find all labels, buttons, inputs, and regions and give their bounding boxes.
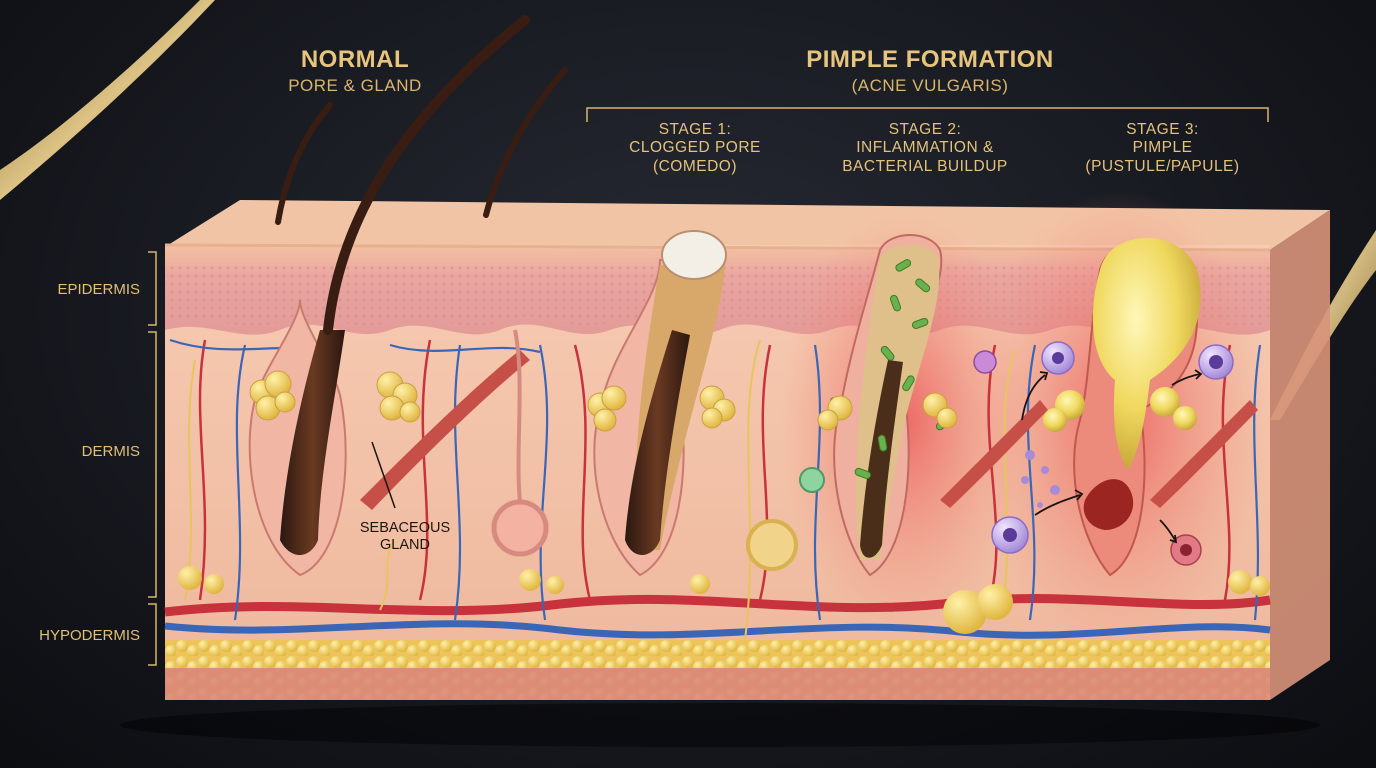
movement-arrows [1021, 369, 1203, 544]
stage-1-label: STAGE 1: CLOGGED PORE (COMEDO) [600, 121, 790, 176]
sebaceous-callout-line1: SEBACEOUS [359, 520, 451, 536]
stage-2-line3: BACTERIAL BUILDUP [842, 157, 1008, 175]
artery [164, 594, 1271, 617]
layer-brackets [148, 251, 157, 666]
sebaceous-gland-normal [249, 370, 421, 423]
vein [164, 620, 1271, 639]
sebaceous-gland-stage2 [817, 392, 958, 431]
pustule-follicle [1043, 237, 1201, 577]
normal-title: NORMAL [300, 46, 410, 73]
layer-label-hypodermis: HYPODERMIS [39, 627, 140, 644]
stage-2-label: STAGE 2: INFLAMMATION & BACTERIAL BUILDU… [815, 121, 1035, 176]
arrector-pili-muscle-stage3 [1150, 400, 1258, 508]
normal-hair-follicle [248, 299, 421, 577]
normal-subtitle: PORE & GLAND [288, 76, 422, 95]
stage-3-line3: (PUSTULE/PAPULE) [1085, 157, 1240, 175]
sweat-gland-stage1 [746, 519, 798, 571]
arrector-pili-muscle-normal [360, 350, 530, 510]
ruptured-tissue [1083, 479, 1134, 530]
skin-side-face [1270, 210, 1330, 700]
stage-3-line1: STAGE 3: [1126, 121, 1199, 138]
comedo-follicle [587, 230, 736, 577]
hair-shaft-left [275, 102, 333, 225]
layer-label-epidermis: EPIDERMIS [57, 281, 140, 298]
stage-2-line2: INFLAMMATION & [856, 139, 994, 157]
white-blood-cells [973, 341, 1234, 566]
pimple-subtitle: (ACNE VULGARIS) [851, 76, 1009, 95]
stage-3-label: STAGE 3: PIMPLE (PUSTULE/PAPULE) [1065, 121, 1260, 176]
sebaceous-gland-callout: SEBACEOUS GLAND [350, 520, 460, 555]
stage-1-line3: (COMEDO) [652, 157, 738, 175]
fat-cells [178, 566, 1270, 634]
bacterium-free [799, 467, 825, 493]
layer-label-dermis: DERMIS [81, 443, 140, 460]
pus-sac [1092, 237, 1201, 470]
stage-1-line2: CLOGGED PORE [629, 139, 761, 157]
immune-particles [1021, 450, 1060, 508]
muscle-fascia [165, 668, 1270, 700]
pimple-formation-bracket [586, 107, 1269, 122]
sebaceous-callout-line2: GLAND [380, 537, 430, 554]
stage-3-line2: PIMPLE [1132, 139, 1193, 157]
gold-swoosh-left [0, 0, 215, 200]
sweat-gland [491, 329, 549, 557]
stage-1-line1: STAGE 1: [658, 121, 732, 138]
hair-shaft-main [323, 15, 530, 335]
inflamed-follicle [799, 234, 958, 577]
hair-shaft-right [483, 67, 568, 218]
sebaceous-gland-stage1 [587, 385, 736, 432]
whitehead-plug [661, 230, 727, 280]
stage-2-line1: STAGE 2: [888, 121, 962, 138]
pimple-title: PIMPLE FORMATION [806, 46, 1054, 73]
block-shadow [120, 703, 1320, 747]
capillaries-blue [169, 338, 1262, 621]
sebaceous-callout-line [371, 441, 396, 509]
arrector-pili-muscle-stage2 [940, 400, 1048, 508]
sebaceous-gland-stage3 [1043, 387, 1197, 432]
